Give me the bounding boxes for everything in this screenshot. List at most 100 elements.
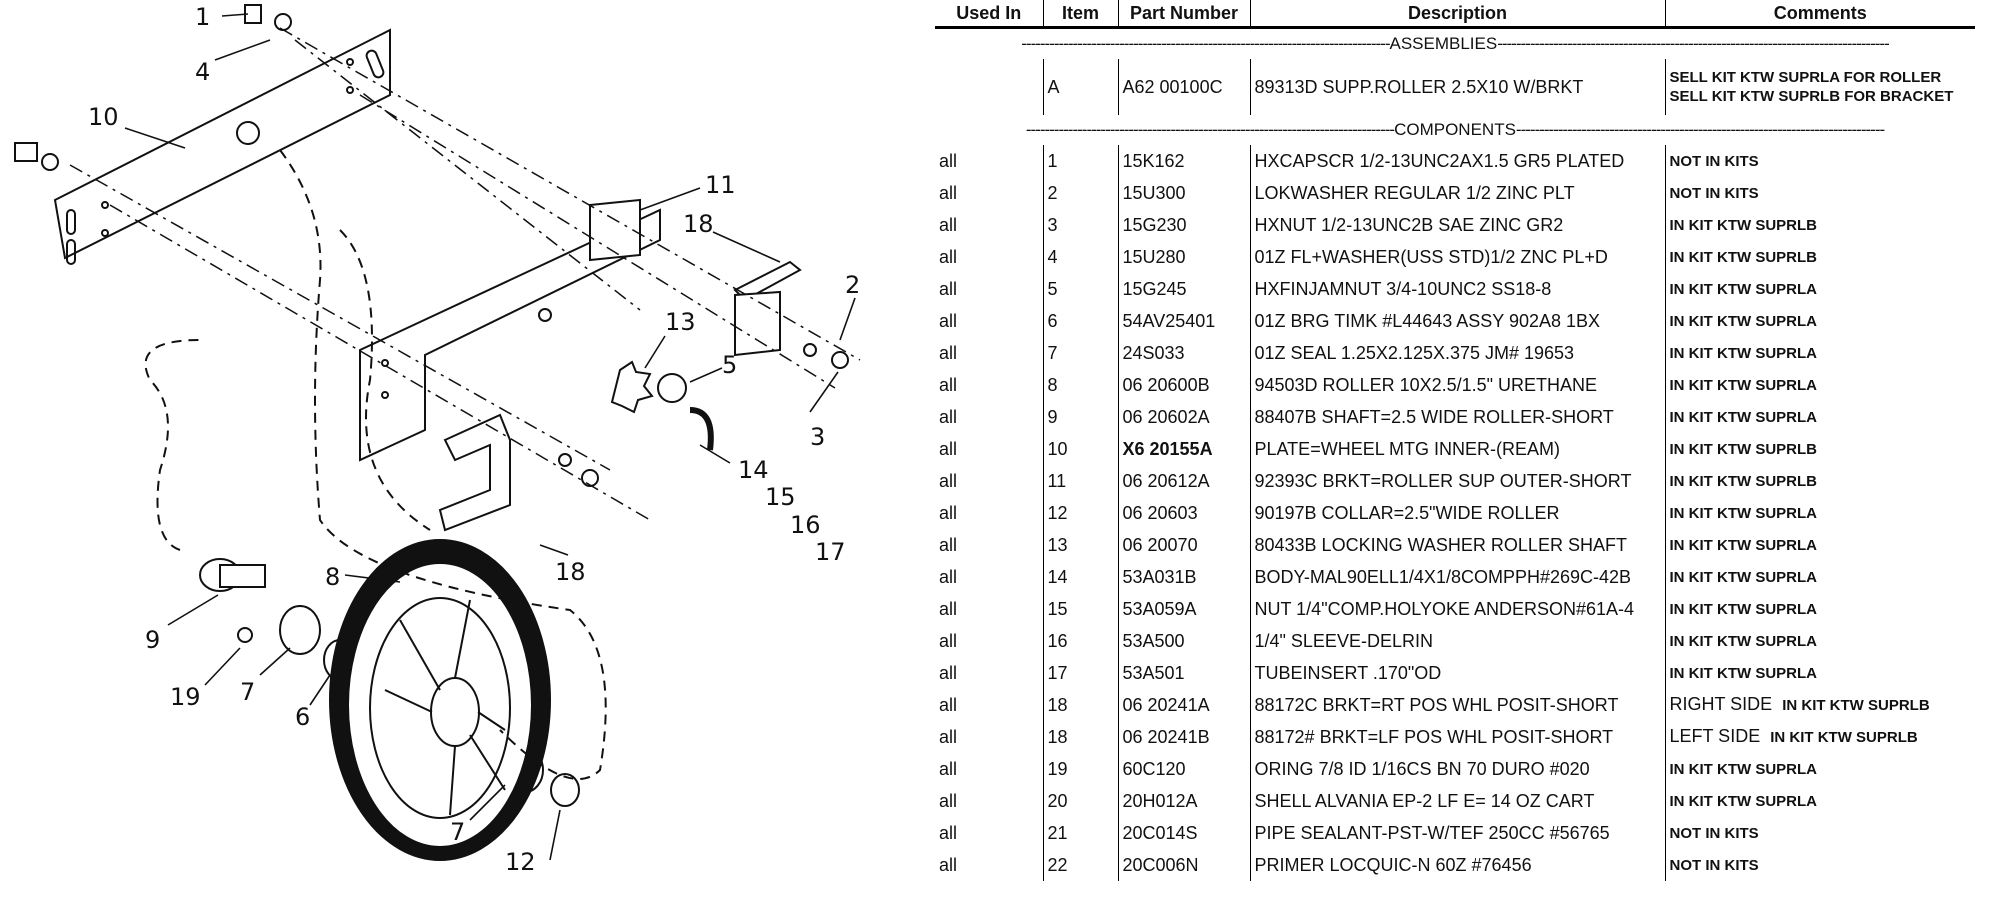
item-cell: 2: [1042, 177, 1118, 209]
part-number-cell: 20H012A: [1117, 785, 1250, 817]
description-cell: 01Z FL+WASHER(USS STD)1/2 ZNC PL+D: [1249, 241, 1665, 273]
header-item: Item: [1042, 0, 1118, 29]
used-in-cell: all: [939, 342, 958, 363]
components-separator: ----------------------------------------…: [1025, 120, 1885, 139]
used-in-cell: all: [939, 534, 958, 555]
assemblies-separator: ----------------------------------------…: [1021, 34, 1889, 53]
used-in-cell: all: [939, 694, 958, 715]
description-cell: ORING 7/8 ID 1/16CS BN 70 DURO #020: [1249, 753, 1665, 785]
callout-7-right: 7: [450, 818, 465, 846]
comment-line-2: SELL KIT KTW SUPRLB FOR BRACKET: [1669, 88, 1954, 105]
callout-16: 16: [790, 511, 821, 539]
description-cell: PIPE SEALANT-PST-W/TEF 250CC #56765: [1249, 817, 1665, 849]
item-cell: 4: [1042, 241, 1118, 273]
item-cell: 16: [1042, 625, 1118, 657]
used-in-cell: all: [939, 246, 958, 267]
position-bracket-18-left: [438, 413, 511, 532]
parts-table: Used In Item Part Number Description Com…: [935, 0, 1975, 881]
callout-19: 19: [170, 683, 201, 711]
callout-7-left: 7: [240, 678, 255, 706]
callout-3: 3: [810, 423, 825, 451]
comment-cell: IN KIT KTW SUPRLA: [1664, 657, 1975, 689]
comment-cell: IN KIT KTW SUPRLA: [1664, 273, 1975, 305]
comment-cell: SELL KIT KTW SUPRLA FOR ROLLER SELL KIT K…: [1664, 59, 1975, 115]
item-cell: 8: [1042, 369, 1118, 401]
callout-1: 1: [195, 3, 210, 31]
part-number-cell: 15G245: [1117, 273, 1250, 305]
part-number-cell: 20C014S: [1117, 817, 1250, 849]
item-cell: 11: [1042, 465, 1118, 497]
used-in-cell: all: [939, 726, 958, 747]
part-number-cell: 15U300: [1117, 177, 1250, 209]
item-cell: A: [1042, 59, 1118, 115]
assembly-row: A A62 00100C 89313D SUPP.ROLLER 2.5X10 W…: [935, 59, 1975, 115]
description-cell: LOKWASHER REGULAR 1/2 ZINC PLT: [1249, 177, 1665, 209]
item-cell: 20: [1042, 785, 1118, 817]
callout-2: 2: [845, 271, 860, 299]
header-description: Description: [1249, 0, 1665, 29]
description-cell: HXFINJAMNUT 3/4-10UNC2 SS18-8: [1249, 273, 1665, 305]
comment-cell: IN KIT KTW SUPRLB: [1664, 209, 1975, 241]
callout-9: 9: [145, 626, 160, 654]
comment-cell: IN KIT KTW SUPRLA: [1664, 593, 1975, 625]
exploded-parts-diagram: 1 4 10 11 18 13 5 2 3 14 15 16 17 18 8 9…: [0, 0, 900, 911]
comment-cell: NOT IN KITS: [1664, 817, 1975, 849]
comment-line-1: SELL KIT KTW SUPRLA FOR ROLLER: [1669, 69, 1942, 86]
part-number-cell: 06 20241A: [1117, 689, 1250, 721]
used-in-cell: all: [939, 406, 958, 427]
item-cell: 18: [1042, 689, 1118, 721]
description-cell: SHELL ALVANIA EP-2 LF E= 14 OZ CART: [1249, 785, 1665, 817]
description-cell: 1/4" SLEEVE-DELRIN: [1249, 625, 1665, 657]
part-number-cell: 06 20603: [1117, 497, 1250, 529]
description-cell: PLATE=WHEEL MTG INNER-(REAM): [1249, 433, 1665, 465]
assemblies-heading: ASSEMBLIES: [1389, 34, 1498, 53]
description-cell: 88172C BRKT=RT POS WHL POSIT-SHORT: [1249, 689, 1665, 721]
part-number-cell: 53A059A: [1117, 593, 1250, 625]
description-cell: NUT 1/4"COMP.HOLYOKE ANDERSON#61A-4: [1249, 593, 1665, 625]
comment-cell: IN KIT KTW SUPRLA: [1664, 401, 1975, 433]
callout-4: 4: [195, 58, 210, 86]
table-header-row: Used In Item Part Number Description Com…: [935, 0, 1975, 29]
part-number-cell: 06 20070: [1117, 529, 1250, 561]
side-label: LEFT SIDE: [1669, 726, 1761, 746]
callout-6: 6: [295, 703, 310, 731]
callout-17: 17: [815, 538, 846, 566]
item-cell: 15: [1042, 593, 1118, 625]
item-cell: 18: [1042, 721, 1118, 753]
part-number-cell: 54AV25401: [1117, 305, 1250, 337]
item-cell: 3: [1042, 209, 1118, 241]
used-in-cell: all: [939, 438, 958, 459]
comment-cell: NOT IN KITS: [1664, 849, 1975, 881]
description-cell: 80433B LOCKING WASHER ROLLER SHAFT: [1249, 529, 1665, 561]
description-cell: PRIMER LOCQUIC-N 60Z #76456: [1249, 849, 1665, 881]
part-number-cell: 15K162: [1117, 145, 1250, 177]
comment-cell: IN KIT KTW SUPRLA: [1664, 753, 1975, 785]
comment-cell: IN KIT KTW SUPRLA: [1664, 625, 1975, 657]
header-used-in: Used In: [935, 0, 1043, 29]
item-cell: 22: [1042, 849, 1118, 881]
part-number-cell: X6 20155A: [1117, 433, 1250, 465]
comment-cell: IN KIT KTW SUPRLA: [1664, 785, 1975, 817]
description-cell: 92393C BRKT=ROLLER SUP OUTER-SHORT: [1249, 465, 1665, 497]
callout-12: 12: [505, 848, 536, 876]
used-in-cell: all: [939, 278, 958, 299]
comment-cell: NOT IN KITS: [1664, 145, 1975, 177]
comment-cell: IN KIT KTW SUPRLA: [1664, 497, 1975, 529]
used-in-cell: all: [939, 598, 958, 619]
callout-18-bottom: 18: [555, 558, 586, 586]
mounting-plate-10: [53, 28, 391, 260]
comment-cell: IN KIT KTW SUPRLB: [1664, 241, 1975, 273]
part-number-cell: 20C006N: [1117, 849, 1250, 881]
